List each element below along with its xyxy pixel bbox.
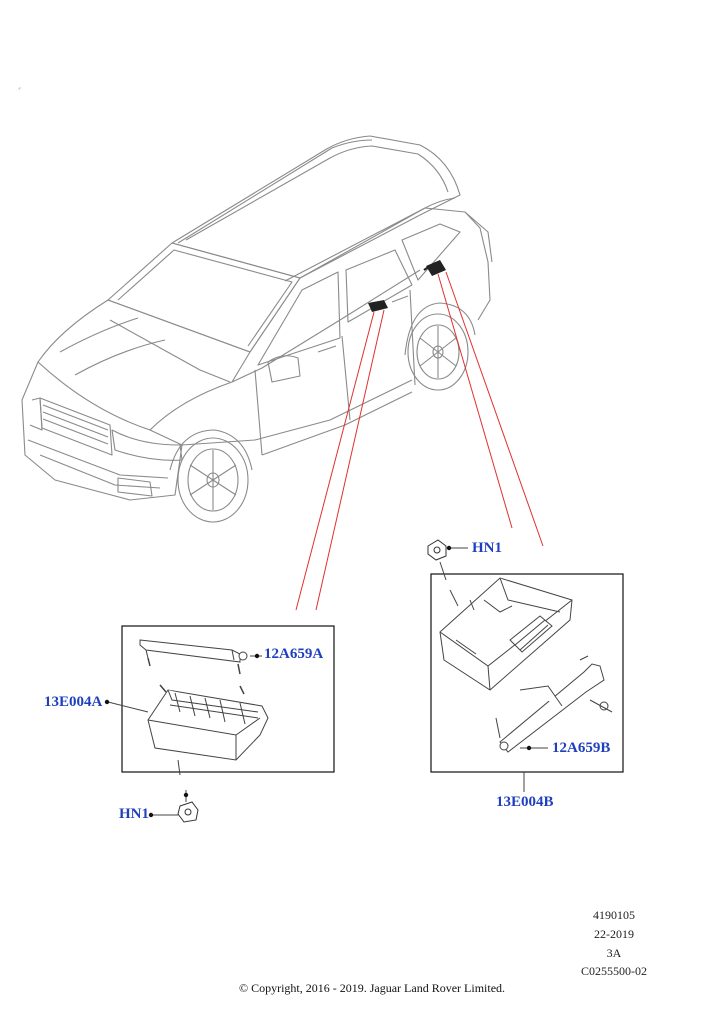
control-module-b xyxy=(439,577,573,691)
callout-13e004b: 13E004B xyxy=(496,794,554,810)
module-location-markers xyxy=(368,260,446,312)
detail-box-a xyxy=(121,625,335,773)
detail-box-b xyxy=(430,573,624,773)
illustration-code: C0255500-02 xyxy=(581,964,647,978)
callout-hn1-top: HN1 xyxy=(472,540,502,556)
callout-12a659b: 12A659B xyxy=(552,740,611,756)
leader-lines xyxy=(295,271,544,611)
copyright-notice: © Copyright, 2016 - 2019. Jaguar Land Ro… xyxy=(238,981,506,995)
nut-hn1-top xyxy=(427,539,447,561)
illustration-number: 4190105 xyxy=(593,908,635,922)
callout-lines-b xyxy=(439,547,548,792)
control-module-a xyxy=(147,684,269,761)
callout-12a659a: 12A659A xyxy=(264,646,324,662)
vehicle-illustration xyxy=(21,135,493,523)
illustration-revision: 3A xyxy=(606,946,622,960)
bracket-a xyxy=(139,639,248,675)
nut-hn1-bottom xyxy=(177,801,199,823)
callout-hn1-bottom: HN1 xyxy=(119,806,149,822)
illustration-date: 22-2019 xyxy=(594,927,634,941)
bracket-b xyxy=(499,655,613,753)
callout-13e004a: 13E004A xyxy=(44,694,103,710)
